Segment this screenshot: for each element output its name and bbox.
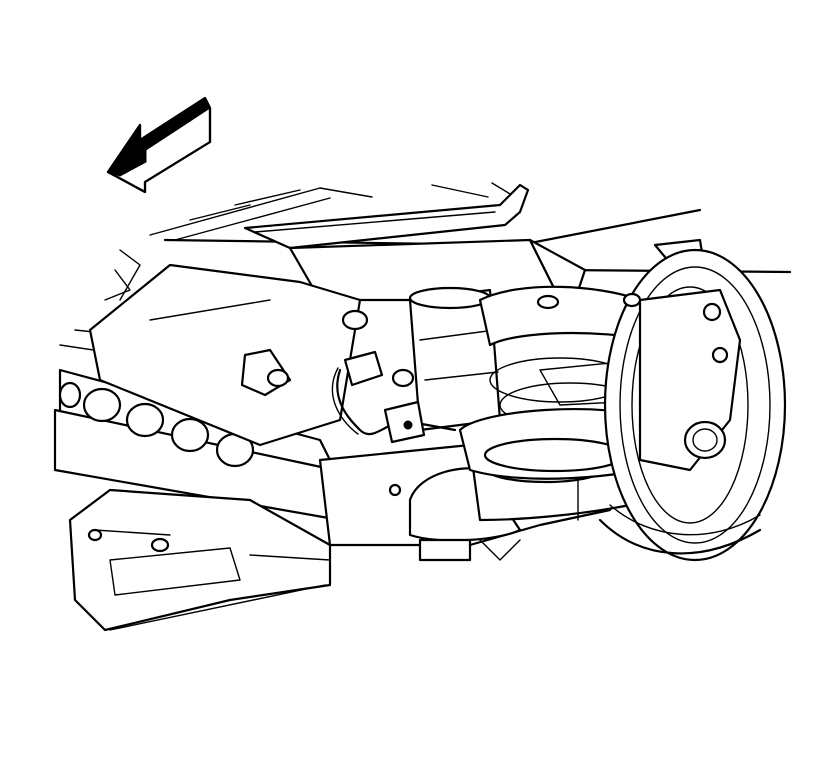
transmission-icon [68, 488, 332, 632]
sensor-icon [343, 350, 426, 444]
wheel-arch [598, 504, 762, 555]
crossmember [243, 183, 707, 302]
arrow-forward-icon [106, 96, 212, 194]
wheel-icon [603, 248, 787, 562]
